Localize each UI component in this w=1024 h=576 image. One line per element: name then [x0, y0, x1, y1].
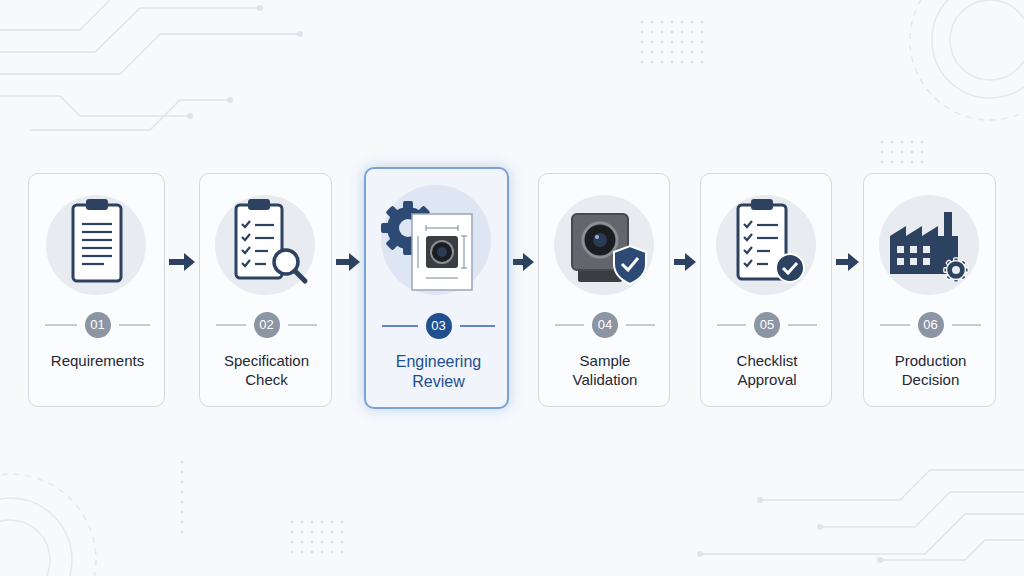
- divider-line: [880, 324, 910, 326]
- factory-icon: [890, 212, 968, 282]
- clipboard-icon: [73, 199, 121, 281]
- flow-arrow: [836, 253, 859, 271]
- divider-line: [288, 324, 318, 326]
- circuit-lines: [0, 0, 1024, 560]
- divider-line: [555, 324, 584, 326]
- divider-line: [626, 324, 655, 326]
- divider-line: [460, 325, 496, 327]
- step-number: 04: [592, 312, 618, 338]
- step-label: Checklist Approval: [711, 351, 823, 389]
- process-card: 04Sample Validation: [538, 173, 670, 407]
- checklist-approve-icon: [738, 199, 804, 282]
- card-fill: [28, 167, 996, 409]
- divider-line: [717, 324, 746, 326]
- step-label: Sample Validation: [549, 351, 661, 389]
- divider-line: [119, 324, 151, 326]
- step-number: 03: [426, 313, 452, 339]
- flow-arrow: [674, 253, 696, 271]
- step-number: 02: [254, 312, 280, 338]
- step-label: Production Decision: [875, 351, 987, 389]
- process-card: 01Requirements: [28, 173, 165, 407]
- step-number: 06: [918, 312, 944, 338]
- divider-line: [382, 325, 418, 327]
- divider-line: [952, 324, 982, 326]
- divider-line: [788, 324, 817, 326]
- step-number: 01: [85, 312, 111, 338]
- divider-line: [45, 324, 77, 326]
- divider-line: [216, 324, 246, 326]
- camera-shield-icon: [572, 214, 646, 284]
- process-card: 02Specification Check: [199, 173, 332, 407]
- flow-arrow: [336, 253, 360, 271]
- process-card: 03Engineering Review: [364, 167, 509, 409]
- step-label: Specification Check: [211, 351, 323, 389]
- process-card: 05Checklist Approval: [700, 173, 832, 407]
- step-label: Requirements: [42, 351, 154, 370]
- checklist-search-icon: [236, 199, 305, 281]
- flow-arrow: [513, 253, 534, 271]
- flow-arrow: [169, 253, 195, 271]
- step-label: Engineering Review: [383, 352, 495, 392]
- step-number: 05: [754, 312, 780, 338]
- process-card: 06Production Decision: [863, 173, 996, 407]
- engineering-icon: [381, 201, 472, 290]
